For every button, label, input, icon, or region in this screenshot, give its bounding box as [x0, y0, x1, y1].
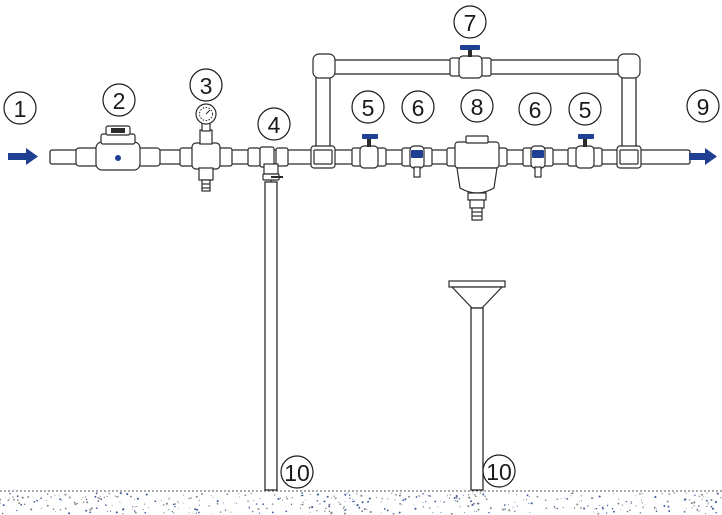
svg-text:10: 10 [284, 460, 310, 486]
svg-text:5: 5 [362, 95, 375, 121]
pressure-regulator [179, 103, 233, 192]
callout-1: 1 [3, 91, 37, 125]
callout-4: 4 [257, 107, 291, 141]
callout-5-left: 5 [351, 90, 385, 124]
drain-tee [262, 163, 283, 186]
ground [0, 490, 722, 515]
callout-3: 3 [189, 68, 223, 102]
water-filter [446, 135, 508, 221]
callout-10-left: 10 [280, 455, 314, 489]
callout-10-right: 10 [482, 454, 516, 488]
callout-6-right: 6 [518, 92, 552, 126]
svg-text:7: 7 [464, 10, 477, 36]
ball-valve-left [351, 134, 387, 169]
svg-text:1: 1 [14, 96, 27, 122]
water-meter [75, 125, 161, 171]
outlet-arrow-icon [689, 148, 717, 165]
drain-funnel [448, 280, 506, 491]
svg-text:6: 6 [412, 95, 425, 121]
svg-text:6: 6 [529, 97, 542, 123]
svg-text:5: 5 [579, 97, 592, 123]
drain-valve-left [401, 145, 433, 178]
svg-text:4: 4 [268, 112, 281, 138]
callout-7: 7 [453, 5, 487, 39]
svg-text:3: 3 [200, 73, 213, 99]
callout-9: 9 [686, 89, 720, 123]
ball-valve-right [567, 134, 603, 169]
bypass-valve [449, 45, 492, 79]
svg-text:10: 10 [486, 459, 512, 485]
svg-text:2: 2 [113, 88, 126, 114]
inlet-arrow-icon [8, 148, 38, 165]
drain-valve-right [522, 145, 554, 178]
union-fittings [247, 146, 289, 168]
callout-8: 8 [460, 89, 494, 123]
callout-2: 2 [102, 83, 136, 117]
drain-pipe-left [264, 181, 278, 491]
callout-5-right: 5 [568, 92, 602, 126]
callout-6-left: 6 [401, 90, 435, 124]
svg-text:9: 9 [697, 94, 710, 120]
svg-text:8: 8 [471, 94, 484, 120]
